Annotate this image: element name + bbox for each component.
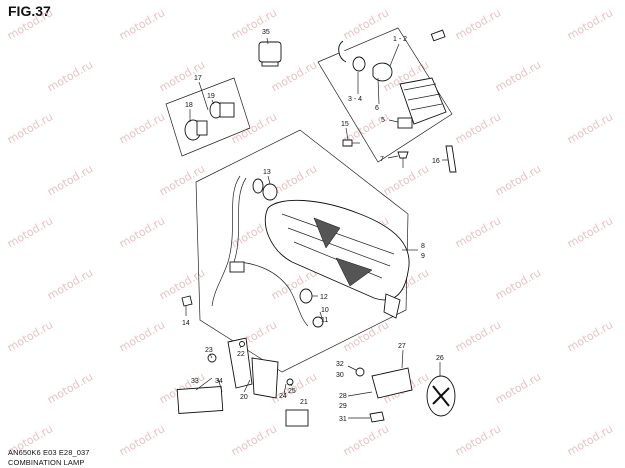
watermark-text: motod.ru	[565, 422, 615, 458]
watermark-text: motod.ru	[453, 214, 503, 250]
label-34: 34	[215, 378, 223, 385]
label-10: 10	[321, 307, 329, 314]
watermark-text: motod.ru	[453, 318, 503, 354]
wiring-harness	[211, 175, 324, 328]
label-3-4: 3 - 4	[348, 96, 362, 103]
label-22: 22	[237, 351, 245, 358]
turn-signal-assembly	[338, 29, 447, 129]
label-11: 11	[321, 317, 328, 324]
label-28: 28	[339, 393, 347, 400]
part-number-labels: 35 1 - 2 17 18 19 3 - 4 6 5 15 7 16 13 8…	[182, 29, 444, 423]
watermark-text: motod.ru	[229, 422, 279, 458]
bulb-socket-assembly	[184, 101, 235, 141]
label-5: 5	[381, 117, 385, 124]
watermark-text: motod.ru	[45, 58, 95, 94]
watermark-text: motod.ru	[565, 110, 615, 146]
label-24: 24	[279, 393, 287, 400]
label-16: 16	[432, 158, 440, 165]
mounting-screws	[342, 139, 457, 173]
screw-14	[181, 295, 193, 307]
watermark-text: motod.ru	[5, 318, 55, 354]
watermark-text: motod.ru	[493, 58, 543, 94]
watermark-text: motod.ru	[229, 110, 279, 146]
combination-lamp-body	[264, 199, 410, 319]
label-13: 13	[263, 169, 271, 176]
label-6: 6	[375, 105, 379, 112]
figure-caption: COMBINATION LAMP	[8, 458, 85, 467]
watermark-text: motod.ru	[341, 318, 391, 354]
label-14: 14	[182, 320, 190, 327]
watermark-text: motod.ru	[565, 6, 615, 42]
label-15: 15	[341, 121, 349, 128]
watermark-text: motod.ru	[493, 162, 543, 198]
watermark-text: motod.ru	[381, 162, 431, 198]
model-code: AN650K6 E03 E28_037	[8, 448, 90, 457]
label-23: 23	[205, 347, 213, 354]
main-lamp-frame	[195, 129, 409, 373]
watermark-text: motod.ru	[45, 162, 95, 198]
figure-title: FIG.37	[8, 3, 51, 19]
watermark-text: motod.ru	[5, 110, 55, 146]
label-7: 7	[380, 156, 384, 163]
watermark-text: motod.ru	[45, 266, 95, 302]
label-26: 26	[436, 355, 444, 362]
leader-lines	[185, 37, 448, 419]
watermark-text: motod.ru	[5, 214, 55, 250]
label-9: 9	[421, 253, 425, 260]
watermark-text: motod.ru	[493, 266, 543, 302]
reflector-assembly	[355, 367, 456, 423]
label-8: 8	[421, 243, 425, 250]
label-32: 32	[336, 361, 344, 368]
turn-signal-frame	[317, 27, 453, 163]
label-29: 29	[339, 403, 347, 410]
watermark-text: motod.ru	[5, 6, 55, 42]
watermark-text: motod.ru	[117, 318, 167, 354]
watermark-text: motod.ru	[341, 422, 391, 458]
label-27: 27	[398, 343, 406, 350]
label-19: 19	[207, 93, 215, 100]
watermark-text: motod.ru	[493, 370, 543, 406]
watermark-text: motod.ru	[453, 110, 503, 146]
label-35: 35	[262, 29, 270, 36]
watermark-text: motod.ru	[117, 110, 167, 146]
label-21: 21	[300, 399, 308, 406]
watermark-text: motod.ru	[45, 370, 95, 406]
label-1-2: 1 - 2	[393, 36, 407, 43]
label-30: 30	[336, 372, 344, 379]
watermark-text: motod.ru	[117, 422, 167, 458]
watermark-text: motod.ru	[117, 214, 167, 250]
bulb-socket-frame	[165, 77, 251, 157]
watermark-text: motod.ru	[453, 6, 503, 42]
label-33: 33	[191, 378, 199, 385]
watermark-text: motod.ru	[565, 318, 615, 354]
watermark-text: motod.ru	[341, 6, 391, 42]
license-bracket-assembly	[176, 337, 309, 427]
watermark-text: motod.ru	[565, 214, 615, 250]
label-31: 31	[339, 416, 347, 423]
watermark-text: motod.ru	[117, 6, 167, 42]
label-18: 18	[185, 102, 193, 109]
relay-part	[258, 41, 282, 67]
watermark-text: motod.ru	[453, 422, 503, 458]
label-20: 20	[240, 394, 248, 401]
watermark-text: motod.ru	[229, 6, 279, 42]
label-12: 12	[320, 294, 328, 301]
label-25: 25	[288, 388, 296, 395]
label-17: 17	[194, 75, 202, 82]
